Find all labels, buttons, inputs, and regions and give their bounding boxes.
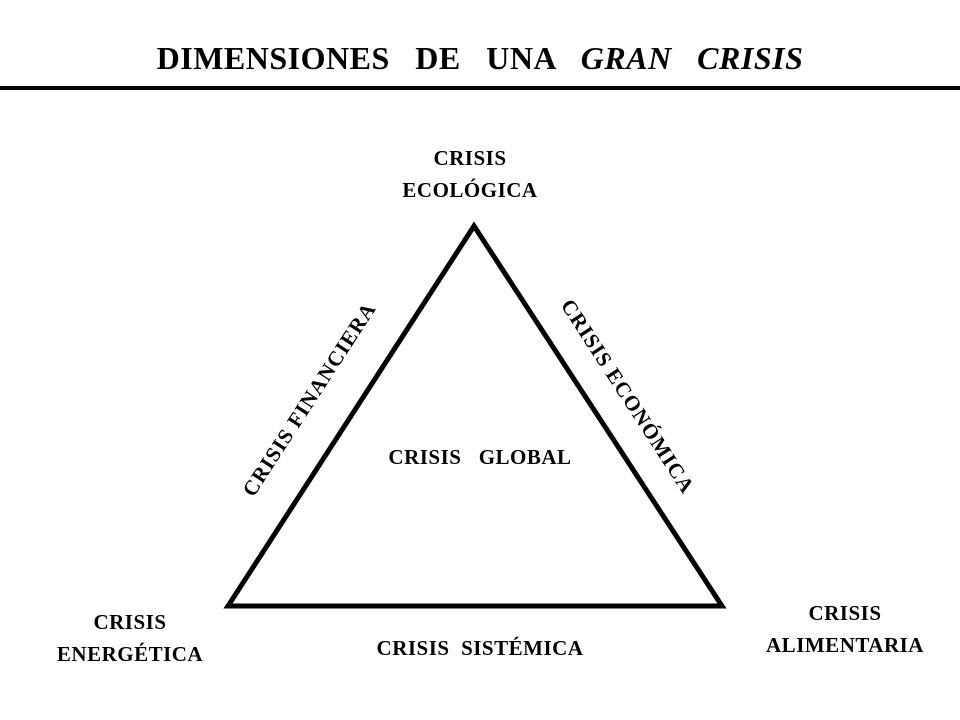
title-divider	[0, 86, 960, 90]
title-regular: DIMENSIONES DE UNA	[156, 40, 581, 76]
title-italic: GRAN CRISIS	[580, 40, 804, 76]
diagram-title: DIMENSIONES DE UNA GRAN CRISIS	[0, 40, 960, 77]
node-top-label: CRISIS ECOLÓGICA	[370, 142, 570, 206]
center-label: CRISIS GLOBAL	[388, 445, 572, 469]
node-bottom-right-label: CRISIS ALIMENTARIA	[735, 597, 955, 661]
node-bottom-left-label: CRISIS ENERGÉTICA	[40, 606, 220, 670]
node-top-line1: CRISIS	[433, 146, 507, 170]
node-top-line2: ECOLÓGICA	[402, 178, 538, 202]
node-bottom-right-line1: CRISIS	[808, 601, 882, 625]
node-bottom-right-line2: ALIMENTARIA	[766, 633, 924, 657]
node-bottom-left-line1: CRISIS	[93, 610, 167, 634]
node-bottom-left-line2: ENERGÉTICA	[56, 642, 204, 666]
triangle-shape	[223, 221, 727, 609]
edge-label-bottom: CRISIS SISTÉMICA	[376, 636, 584, 660]
